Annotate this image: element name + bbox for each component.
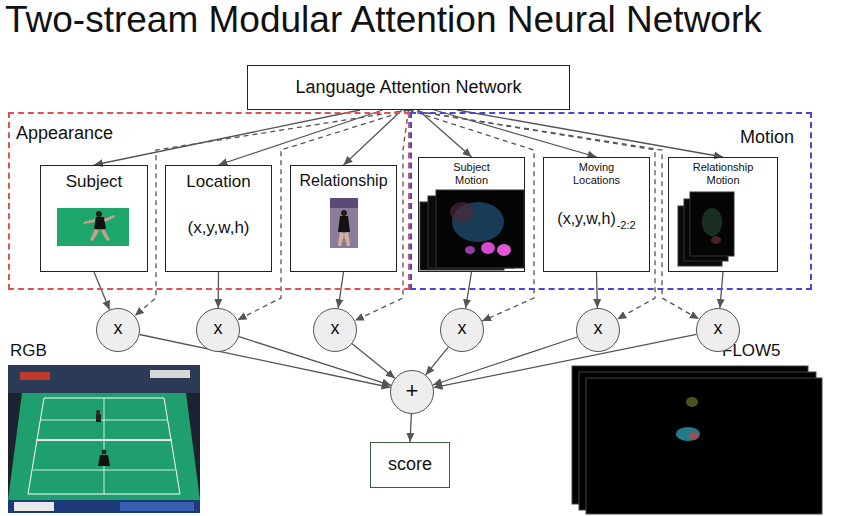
relationship-thumbnail xyxy=(330,198,358,248)
rgb-frame xyxy=(8,365,200,513)
text-row: Location xyxy=(166,172,271,192)
node-text: Location xyxy=(186,172,250,192)
text-row: x xyxy=(441,318,483,339)
multiply-circle: x xyxy=(696,308,740,352)
node-text: -2:2 xyxy=(617,219,636,232)
text-row: Moving Locations xyxy=(544,161,649,186)
appearance-region: AppearanceSubject Location (x,y,w,h) Relati… xyxy=(8,112,410,290)
arrow-connector xyxy=(219,110,383,165)
text-row: x xyxy=(97,318,139,339)
text-row: Appearance xyxy=(16,123,113,144)
stream-label: RGB xyxy=(10,341,47,361)
node-text: Language Attention Network xyxy=(295,77,521,98)
multiply-circle: x xyxy=(313,308,357,352)
text-row: Subject Motion xyxy=(419,161,524,186)
text-row: (x,y,w,h)-2:2 xyxy=(544,210,649,232)
module-box: Relationship Motion xyxy=(668,157,778,272)
module-box: Subject xyxy=(40,165,148,272)
text-row: + xyxy=(391,378,433,403)
arrow-connector xyxy=(410,414,411,442)
text-row: x xyxy=(314,318,356,339)
text-row: Subject xyxy=(41,172,147,192)
text-row: Language Attention Network xyxy=(248,77,569,98)
arrow-connector xyxy=(418,110,471,157)
node-text: Subject Motion xyxy=(440,161,504,186)
diagram-title: Two-stream Modular Attention Neural Netw… xyxy=(5,0,762,42)
node-text: x xyxy=(458,318,467,339)
node-text: Subject xyxy=(66,172,123,192)
multiply-circle: x xyxy=(196,308,240,352)
text-row: x xyxy=(577,318,619,339)
text-row: Relationship Motion xyxy=(669,161,777,186)
flow-stack xyxy=(572,366,822,514)
text-row: x xyxy=(697,318,739,339)
relationship-motion-frames xyxy=(678,192,734,266)
motion-region: MotionSubject Motion Moving Locations (x,y… xyxy=(410,112,812,290)
arrow-connector xyxy=(457,110,723,157)
node-text: Appearance xyxy=(16,123,113,144)
multiply-circle: x xyxy=(440,308,484,352)
text-row: Relationship xyxy=(291,172,396,190)
node-text: + xyxy=(406,378,419,403)
text-row: (x,y,w,h) xyxy=(166,218,271,238)
dashed-connector xyxy=(409,110,699,319)
node-text: Relationship Motion xyxy=(688,161,758,186)
node-text: x xyxy=(114,318,123,339)
sum-circle: + xyxy=(390,370,434,414)
node-text: x xyxy=(594,318,603,339)
text-row: Motion xyxy=(740,127,794,148)
text-row: score xyxy=(371,454,449,475)
node-text: Relationship xyxy=(299,172,387,190)
node-text: x xyxy=(214,318,223,339)
node-text: (x,y,w,h) xyxy=(187,218,249,238)
node-text: Moving Locations xyxy=(565,161,629,186)
subject-motion-frames xyxy=(420,190,524,270)
arrow-connector xyxy=(426,347,448,375)
module-box: Subject Motion xyxy=(418,157,525,272)
text-row: x xyxy=(197,318,239,339)
module-box: Relationship xyxy=(290,165,397,272)
node-text: Motion xyxy=(740,127,794,148)
arrow-connector xyxy=(218,272,220,308)
attention-box: Language Attention Network xyxy=(247,65,570,110)
node-text: x xyxy=(331,318,340,339)
node-text: (x,y,w,h) xyxy=(557,210,615,228)
arrow-connector xyxy=(434,110,596,157)
module-box: Location (x,y,w,h) xyxy=(165,165,272,272)
subject-thumbnail xyxy=(57,208,129,246)
arrow-connector xyxy=(338,272,343,308)
dashed-connector xyxy=(409,110,656,319)
multiply-circle: x xyxy=(576,308,620,352)
arrow-connector xyxy=(239,337,391,386)
node-text: score xyxy=(388,454,432,475)
dashed-connector xyxy=(135,110,409,316)
node-text: x xyxy=(714,318,723,339)
arrow-connector xyxy=(94,272,110,310)
score-box: score xyxy=(370,442,450,488)
module-box: Moving Locations (x,y,w,h)-2:2 xyxy=(543,157,650,272)
arrow-connector xyxy=(720,272,723,308)
multiply-circle: x xyxy=(96,308,140,352)
arrow-connector xyxy=(596,272,598,308)
arrow-connector xyxy=(466,272,472,308)
arrow-connector xyxy=(352,344,395,378)
